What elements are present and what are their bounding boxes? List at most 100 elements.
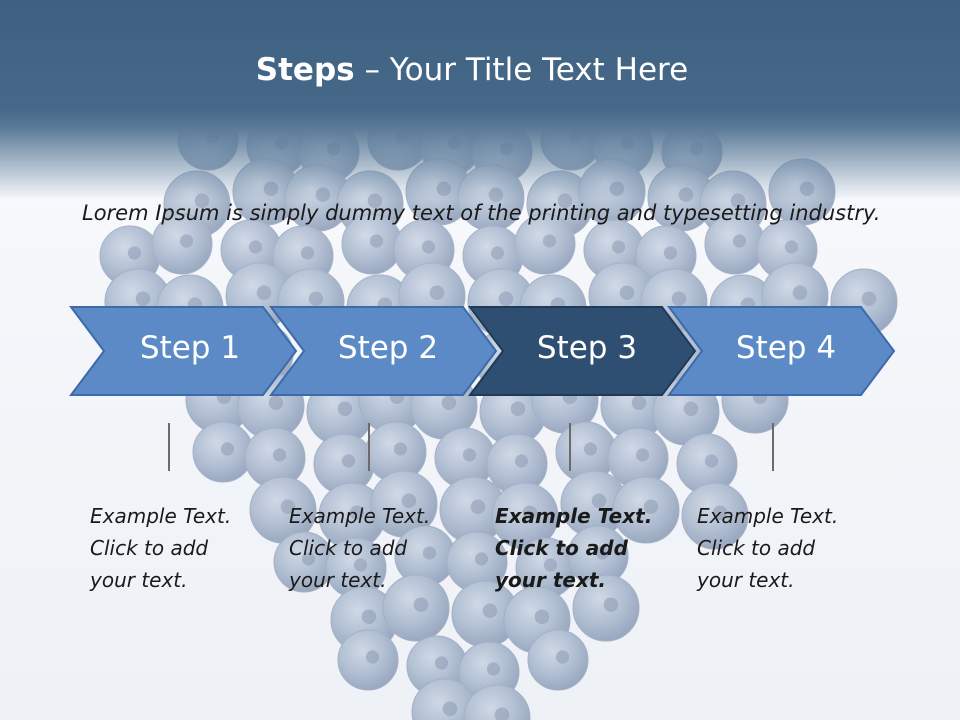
blueberry-crown (441, 395, 457, 410)
blueberry-crown (470, 499, 486, 514)
step-3-label: Step 3 (536, 330, 638, 366)
step-2-description[interactable]: Example Text. Click to add your text. (289, 500, 430, 596)
step-2-label: Step 2 (337, 330, 439, 366)
blueberry-crown (127, 246, 142, 260)
blueberry-crown (635, 448, 650, 462)
blueberry-crown (494, 707, 510, 720)
blueberry-crown (422, 546, 437, 560)
step-3-line-3: your text. (495, 568, 607, 592)
blueberry-crown (341, 454, 356, 468)
blueberry-shape (151, 213, 213, 275)
blueberry-crown (300, 246, 315, 260)
blueberry-crown (349, 505, 365, 520)
step-4-line-3: your text. (697, 568, 795, 592)
blueberry-crown (732, 234, 747, 248)
blueberry-crown (498, 291, 514, 306)
blueberry-crown (401, 493, 417, 508)
blueberry-crown (534, 609, 550, 624)
blueberry-shape (337, 629, 399, 691)
blueberry-crown (631, 395, 647, 410)
step-3-line-1: Example Text. (495, 504, 653, 528)
blueberry-crown (393, 442, 408, 456)
blueberry-crown (784, 240, 799, 254)
step-3-connector (569, 423, 571, 471)
blueberry-shape (382, 574, 450, 642)
blueberry-crown (490, 246, 505, 260)
blueberry-crown (792, 285, 808, 300)
step-2-chevron[interactable] (269, 306, 498, 396)
blueberry-crown (442, 701, 458, 716)
blueberry-crown (421, 240, 436, 254)
intro-text[interactable]: Lorem Ipsum is simply dummy text of the … (82, 201, 881, 225)
blueberry-crown (268, 395, 284, 410)
blueberry-crown (861, 291, 877, 306)
blueberry-crown (543, 558, 558, 572)
blueberry-crown (643, 499, 659, 514)
step-4-line-2: Click to add (697, 536, 816, 560)
blueberry-crown (619, 285, 635, 300)
step-1-line-3: your text. (90, 568, 188, 592)
step-1-description[interactable]: Example Text. Click to add your text. (90, 500, 231, 596)
blueberry-crown (704, 454, 719, 468)
blueberry-crown (583, 442, 598, 456)
step-2-line-1: Example Text. (289, 504, 431, 528)
step-1-connector (168, 423, 170, 471)
step-1-label: Step 1 (139, 330, 241, 366)
blueberry-crown (522, 505, 538, 520)
step-3-line-2: Click to add (495, 536, 628, 560)
blueberry-crown (434, 656, 449, 670)
blueberry-shape (572, 574, 640, 642)
step-3-description[interactable]: Example Text. Click to add your text. (495, 500, 652, 596)
blueberry-crown (256, 285, 272, 300)
blueberry-crown (361, 609, 377, 624)
blueberry-shape (681, 482, 749, 550)
blueberry-crown (555, 650, 570, 664)
blueberry-crown (369, 234, 384, 248)
blueberry-crown (482, 603, 498, 618)
step-4-label: Step 4 (735, 330, 837, 366)
header-band (0, 0, 960, 200)
step-3-chevron[interactable] (468, 306, 697, 396)
blueberry-crown (474, 552, 489, 566)
blueberry-crown (413, 597, 429, 612)
blueberry-crown (308, 291, 324, 306)
blueberry-crown (514, 454, 529, 468)
blueberry-crown (542, 234, 557, 248)
blueberry-crown (591, 493, 607, 508)
blueberry-crown (135, 291, 151, 306)
title-rest: – Your Title Text Here (354, 52, 689, 88)
blueberry-crown (683, 401, 699, 416)
blueberry-crown (353, 558, 368, 572)
step-2-connector (368, 423, 370, 471)
step-4-chevron[interactable] (667, 306, 896, 396)
blueberry-crown (220, 442, 235, 456)
blueberry-shape (514, 213, 576, 275)
step-4-connector (772, 423, 774, 471)
blueberry-crown (179, 234, 194, 248)
blueberry-shape (463, 684, 531, 720)
blueberry-crown (462, 448, 477, 462)
blueberry-crown (248, 240, 263, 254)
blueberry-crown (603, 597, 619, 612)
blueberry-crown (712, 505, 728, 520)
step-4-line-1: Example Text. (697, 504, 839, 528)
step-2-line-3: your text. (289, 568, 387, 592)
blueberry-shape (527, 629, 589, 691)
step-2-line-2: Click to add (289, 536, 408, 560)
blueberry-crown (595, 546, 610, 560)
blueberry-crown (337, 401, 353, 416)
blueberry-crown (280, 499, 296, 514)
blueberry-shape (612, 476, 680, 544)
page-title: Steps – Your Title Text Here (0, 52, 944, 88)
steps-chevrons (69, 306, 896, 396)
blueberry-crown (429, 285, 445, 300)
title-bold: Steps (255, 52, 355, 88)
blueberry-crown (301, 552, 316, 566)
step-1-line-2: Click to add (90, 536, 209, 560)
blueberry-crown (510, 401, 526, 416)
step-4-description[interactable]: Example Text. Click to add your text. (697, 500, 838, 596)
blueberry-crown (486, 662, 501, 676)
step-1-chevron[interactable] (69, 306, 298, 396)
blueberry-crown (611, 240, 626, 254)
blueberry-crown (671, 291, 687, 306)
